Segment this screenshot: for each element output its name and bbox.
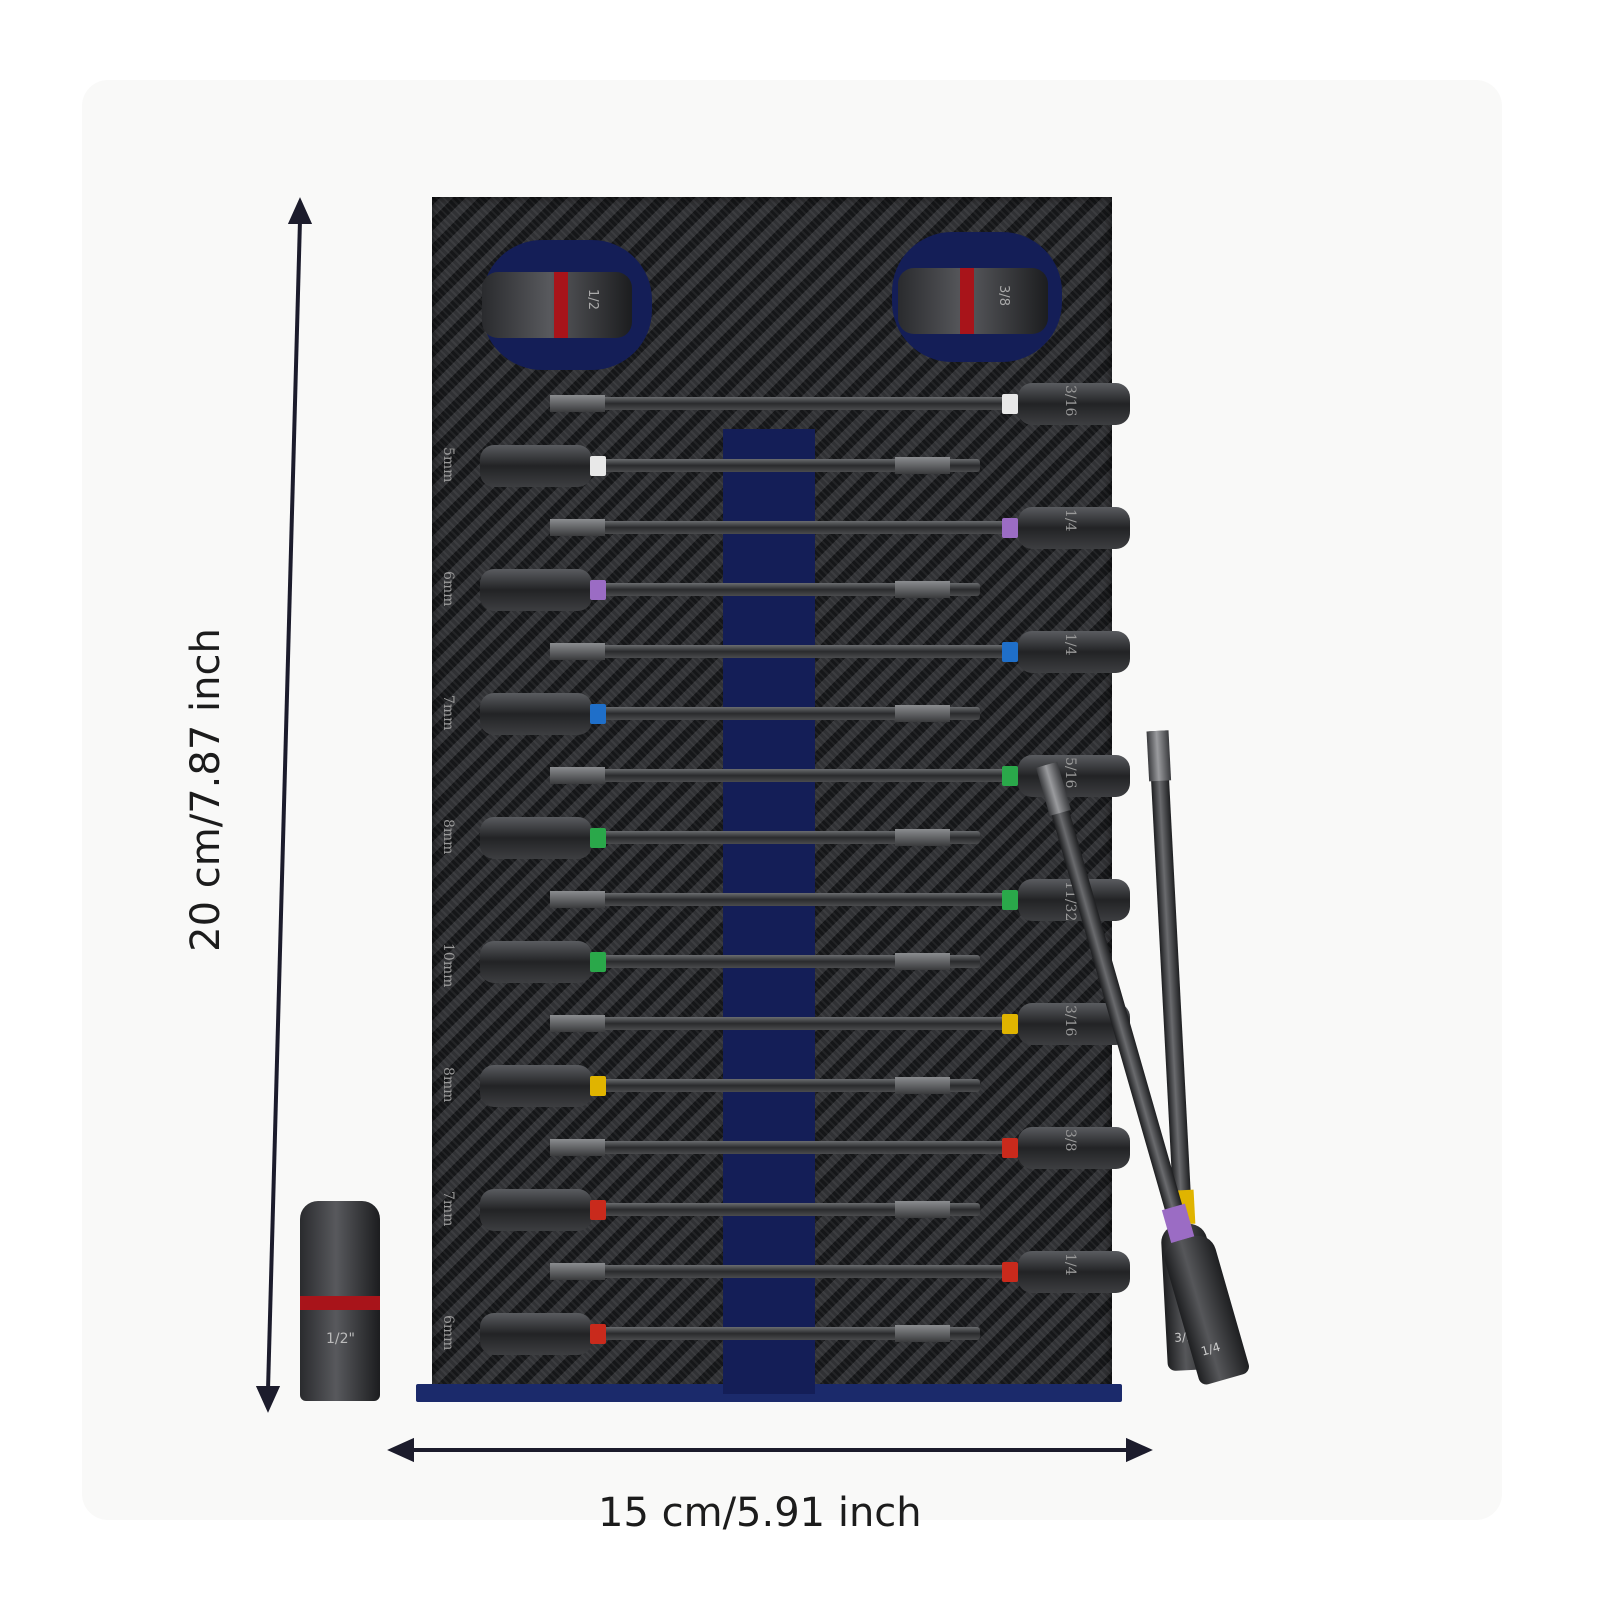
nut-driver-left-3: [480, 693, 1060, 735]
width-arrow-right: [1126, 1437, 1153, 1463]
nut-driver-left-7: [480, 1189, 1060, 1231]
nut-driver-right-4: [550, 755, 1130, 797]
tray-adapter-left: 1/2: [482, 272, 632, 338]
loose-adapter-label: 1/2": [326, 1331, 355, 1347]
tray-adapter-right: 3/8: [898, 268, 1048, 334]
nut-driver-left-5: [480, 941, 1060, 983]
height-dimension-label: 20 cm/7.87 inch: [183, 628, 229, 952]
nut-driver-left-2: [480, 569, 1060, 611]
height-arrow-line: [266, 219, 302, 1391]
nut-driver-right-7: [550, 1127, 1130, 1169]
nut-driver-left-1: [480, 445, 1060, 487]
nut-driver-right-2: [550, 507, 1130, 549]
nut-driver-right-8: [550, 1251, 1130, 1293]
width-arrow-left: [387, 1437, 414, 1463]
height-arrow-top: [287, 197, 313, 224]
loose-adapter: 1/2": [300, 1201, 380, 1401]
nut-driver-left-6: [480, 1065, 1060, 1107]
nut-driver-right-1: [550, 383, 1130, 425]
nut-driver-left-8: [480, 1313, 1060, 1355]
nut-driver-left-4: [480, 817, 1060, 859]
width-dimension-label: 15 cm/5.91 inch: [598, 1490, 922, 1536]
height-arrow-bottom: [255, 1386, 281, 1413]
nut-driver-right-3: [550, 631, 1130, 673]
